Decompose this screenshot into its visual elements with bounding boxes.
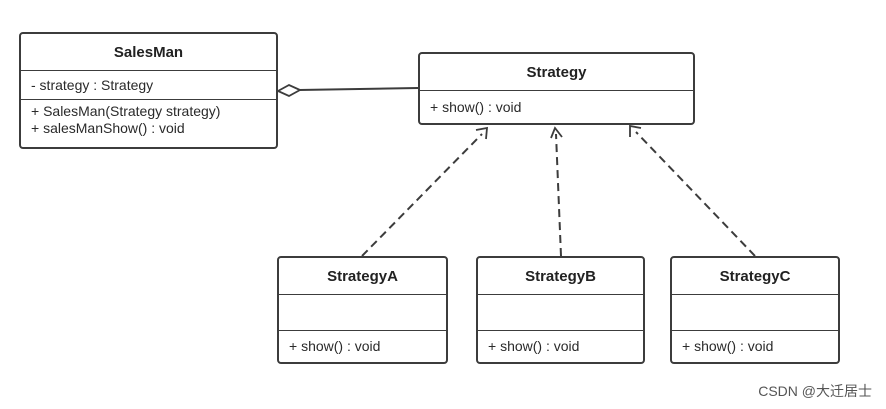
class-salesman[interactable]: SalesMan - strategy : Strategy + SalesMa… xyxy=(19,32,278,149)
operation: + show() : void xyxy=(430,98,522,115)
watermark: CSDN @大迁居士 xyxy=(758,383,872,399)
attribute: - strategy : Strategy xyxy=(31,76,154,93)
realization-connector-b xyxy=(550,126,563,257)
realization-arrowhead-icon xyxy=(629,124,642,137)
realization-arrowhead-icon xyxy=(475,126,489,140)
attributes-section xyxy=(478,294,643,330)
attributes-section: - strategy : Strategy xyxy=(21,70,276,99)
attributes-section xyxy=(279,294,446,330)
operations-section: + SalesMan(Strategy strategy) + salesMan… xyxy=(21,99,276,147)
class-strategy-b[interactable]: StrategyB + show() : void xyxy=(476,256,645,364)
class-strategy-c[interactable]: StrategyC + show() : void xyxy=(670,256,840,364)
realization-arrowhead-icon xyxy=(550,126,563,139)
operation: + show() : void xyxy=(682,338,774,354)
realization-connector-c xyxy=(629,124,756,257)
realization-connector-a xyxy=(361,126,489,257)
class-name: SalesMan xyxy=(113,43,184,61)
operations-section: + show() : void xyxy=(478,330,643,362)
operation: + salesManShow() : void xyxy=(31,120,185,136)
attributes-section xyxy=(672,294,838,330)
class-name: StrategyA xyxy=(327,267,398,285)
class-strategy[interactable]: Strategy + show() : void xyxy=(418,52,695,125)
operations-section: + show() : void xyxy=(420,90,693,123)
class-name: StrategyC xyxy=(719,267,791,285)
aggregation-diamond-icon xyxy=(275,83,303,98)
operations-section: + show() : void xyxy=(672,330,838,362)
operation: + SalesMan(Strategy strategy) xyxy=(31,103,221,119)
operations-section: + show() : void xyxy=(279,330,446,362)
aggregation-connector xyxy=(275,83,419,98)
operation: + show() : void xyxy=(289,338,381,354)
class-name: Strategy xyxy=(526,63,587,81)
operation: + show() : void xyxy=(488,338,580,354)
class-strategy-a[interactable]: StrategyA + show() : void xyxy=(277,256,448,364)
class-name: StrategyB xyxy=(525,267,596,285)
